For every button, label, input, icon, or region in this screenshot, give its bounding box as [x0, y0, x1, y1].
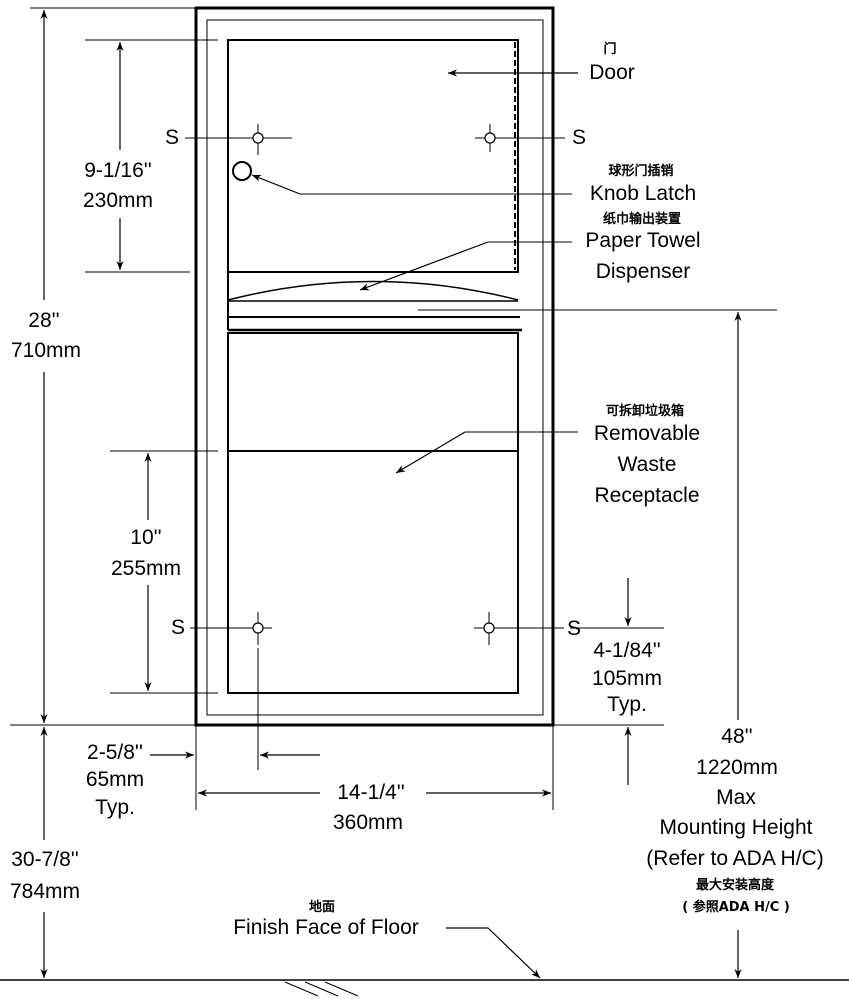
mount-label-5: (Refer to ADA H/C) — [646, 847, 824, 870]
dispenser-opening-curve — [227, 280, 519, 301]
dim-4-in: 4-1/84'' — [593, 639, 661, 662]
mount-label-4: Mounting Height — [659, 816, 813, 839]
waste-receptacle-upper — [227, 332, 519, 452]
screw-label-top-left: S — [164, 126, 180, 149]
waste-label-2: Waste — [617, 453, 677, 476]
dim-2-5-8-typ: Typ. — [95, 796, 135, 819]
cabinet-outer-frame — [194, 6, 555, 727]
waste-label-cn: 可拆卸垃圾箱 — [605, 404, 685, 419]
knob-arrow — [251, 174, 301, 195]
floor-leader — [446, 927, 541, 979]
screw-label-bottom-left: S — [170, 616, 186, 639]
knob-latch-icon — [232, 161, 252, 181]
door-label-cn: 门 — [603, 42, 617, 57]
screw-hole-bottom-left — [190, 612, 272, 770]
dim-30-mm: 784mm — [9, 880, 81, 903]
waste-receptacle-lower — [227, 450, 519, 694]
dim-4-typ: Typ. — [607, 693, 647, 716]
screw-hole-top-left — [185, 124, 292, 155]
waste-label-3: Receptacle — [594, 484, 700, 507]
knob-label-cn: 球形门插销 — [608, 164, 674, 179]
dim-9-in: 9-1/16'' — [84, 159, 152, 182]
waste-arrow — [395, 431, 466, 474]
towel-label-1: Paper Towel — [585, 229, 701, 252]
screw-label-bottom-right: S — [566, 617, 582, 640]
dim-14-mm: 360mm — [332, 811, 404, 834]
floor-label: Finish Face of Floor — [233, 916, 419, 939]
dim-4-mm: 105mm — [591, 667, 663, 690]
dim-2-5-8-mm: 65mm — [85, 768, 145, 791]
screw-label-top-right: S — [571, 126, 587, 149]
mount-label-3: Max — [716, 786, 756, 809]
dim-30-in: 30-7/8'' — [11, 848, 79, 871]
dim-28-mm: 710mm — [10, 339, 82, 362]
mount-label-cn-1: 最大安装高度 — [695, 878, 775, 893]
dim-28-in: 28'' — [28, 309, 60, 332]
dim-10-in: 10'' — [130, 526, 162, 549]
mount-label-2: 1220mm — [696, 756, 778, 779]
screw-hole-top-right — [475, 124, 565, 152]
waste-label-1: Removable — [593, 422, 701, 445]
towel-arrow — [359, 241, 489, 291]
floor-hatch — [284, 981, 359, 997]
screw-hole-bottom-right — [474, 612, 564, 645]
towel-label-cn: 纸巾输出装置 — [602, 212, 682, 227]
towel-label-2: Dispenser — [595, 260, 691, 283]
cabinet-inner-frame — [206, 19, 544, 716]
dim-10-mm: 255mm — [110, 557, 182, 580]
floor-label-cn: 地面 — [308, 900, 336, 915]
dim-14-in: 14-1/4'' — [337, 781, 405, 804]
mount-label-cn-2: ( 参照ADA H/C ) — [682, 900, 790, 915]
door-panel — [227, 39, 519, 273]
door-label: Door — [589, 61, 635, 84]
dim-9-mm: 230mm — [82, 189, 154, 212]
knob-label: Knob Latch — [589, 182, 697, 205]
dim-2-5-8-in: 2-5/8'' — [87, 741, 143, 764]
mount-label-1: 48'' — [721, 725, 753, 748]
